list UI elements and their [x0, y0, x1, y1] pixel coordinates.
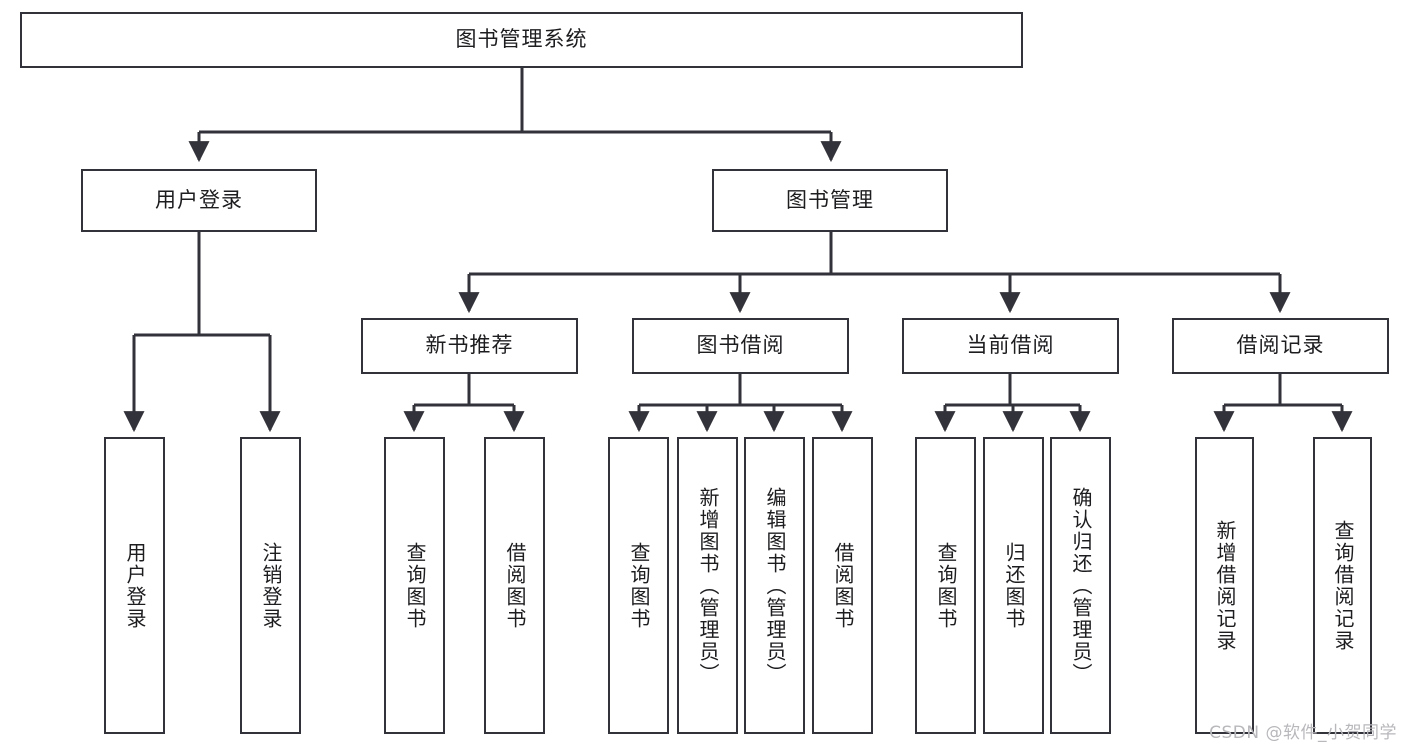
node-book-management[interactable]: 图书管理: [712, 169, 948, 232]
node-book-borrow[interactable]: 图书借阅: [632, 318, 849, 374]
leaf-record-query-record[interactable]: 查询借阅记录: [1313, 437, 1372, 734]
node-root-label: 图书管理系统: [455, 27, 588, 52]
node-user-login[interactable]: 用户登录: [81, 169, 317, 232]
leaf-borrow-add-book-admin[interactable]: 新增图书（管理员）: [677, 437, 738, 734]
node-borrow-record[interactable]: 借阅记录: [1172, 318, 1389, 374]
node-new-book-recommend-label: 新书推荐: [425, 333, 514, 358]
leaf-borrow-query-book[interactable]: 查询图书: [608, 437, 669, 734]
leaf-label: 查询图书: [627, 541, 651, 630]
leaf-label: 查询图书: [403, 541, 427, 630]
leaf-label: 归还图书: [1002, 541, 1026, 630]
leaf-user-login-logout[interactable]: 注销登录: [240, 437, 301, 734]
leaf-label: 注销登录: [259, 541, 283, 630]
node-current-borrow[interactable]: 当前借阅: [902, 318, 1119, 374]
leaf-label: 新增图书（管理员）: [696, 486, 720, 685]
leaf-borrow-borrow-book[interactable]: 借阅图书: [812, 437, 873, 734]
node-current-borrow-label: 当前借阅: [966, 333, 1055, 358]
leaf-label: 编辑图书（管理员）: [763, 486, 787, 685]
node-book-borrow-label: 图书借阅: [696, 333, 785, 358]
leaf-recommend-query-book[interactable]: 查询图书: [384, 437, 445, 734]
node-root[interactable]: 图书管理系统: [20, 12, 1023, 68]
leaf-current-confirm-return-admin[interactable]: 确认归还（管理员）: [1050, 437, 1111, 734]
leaf-label: 借阅图书: [831, 541, 855, 630]
node-borrow-record-label: 借阅记录: [1236, 333, 1325, 358]
node-user-login-label: 用户登录: [155, 187, 243, 212]
leaf-record-add-record[interactable]: 新增借阅记录: [1195, 437, 1254, 734]
node-book-management-label: 图书管理: [786, 187, 874, 212]
leaf-label: 用户登录: [123, 541, 147, 630]
leaf-label: 查询借阅记录: [1331, 519, 1355, 652]
node-new-book-recommend[interactable]: 新书推荐: [361, 318, 578, 374]
leaf-borrow-edit-book-admin[interactable]: 编辑图书（管理员）: [744, 437, 805, 734]
leaf-label: 确认归还（管理员）: [1069, 486, 1093, 685]
leaf-recommend-borrow-book[interactable]: 借阅图书: [484, 437, 545, 734]
leaf-label: 借阅图书: [503, 541, 527, 630]
csdn-watermark: CSDN @软件_小贺同学: [1209, 723, 1397, 743]
leaf-current-return-book[interactable]: 归还图书: [983, 437, 1044, 734]
leaf-user-login-login[interactable]: 用户登录: [104, 437, 165, 734]
leaf-label: 查询图书: [934, 541, 958, 630]
leaf-label: 新增借阅记录: [1213, 519, 1237, 652]
leaf-current-query-book[interactable]: 查询图书: [915, 437, 976, 734]
